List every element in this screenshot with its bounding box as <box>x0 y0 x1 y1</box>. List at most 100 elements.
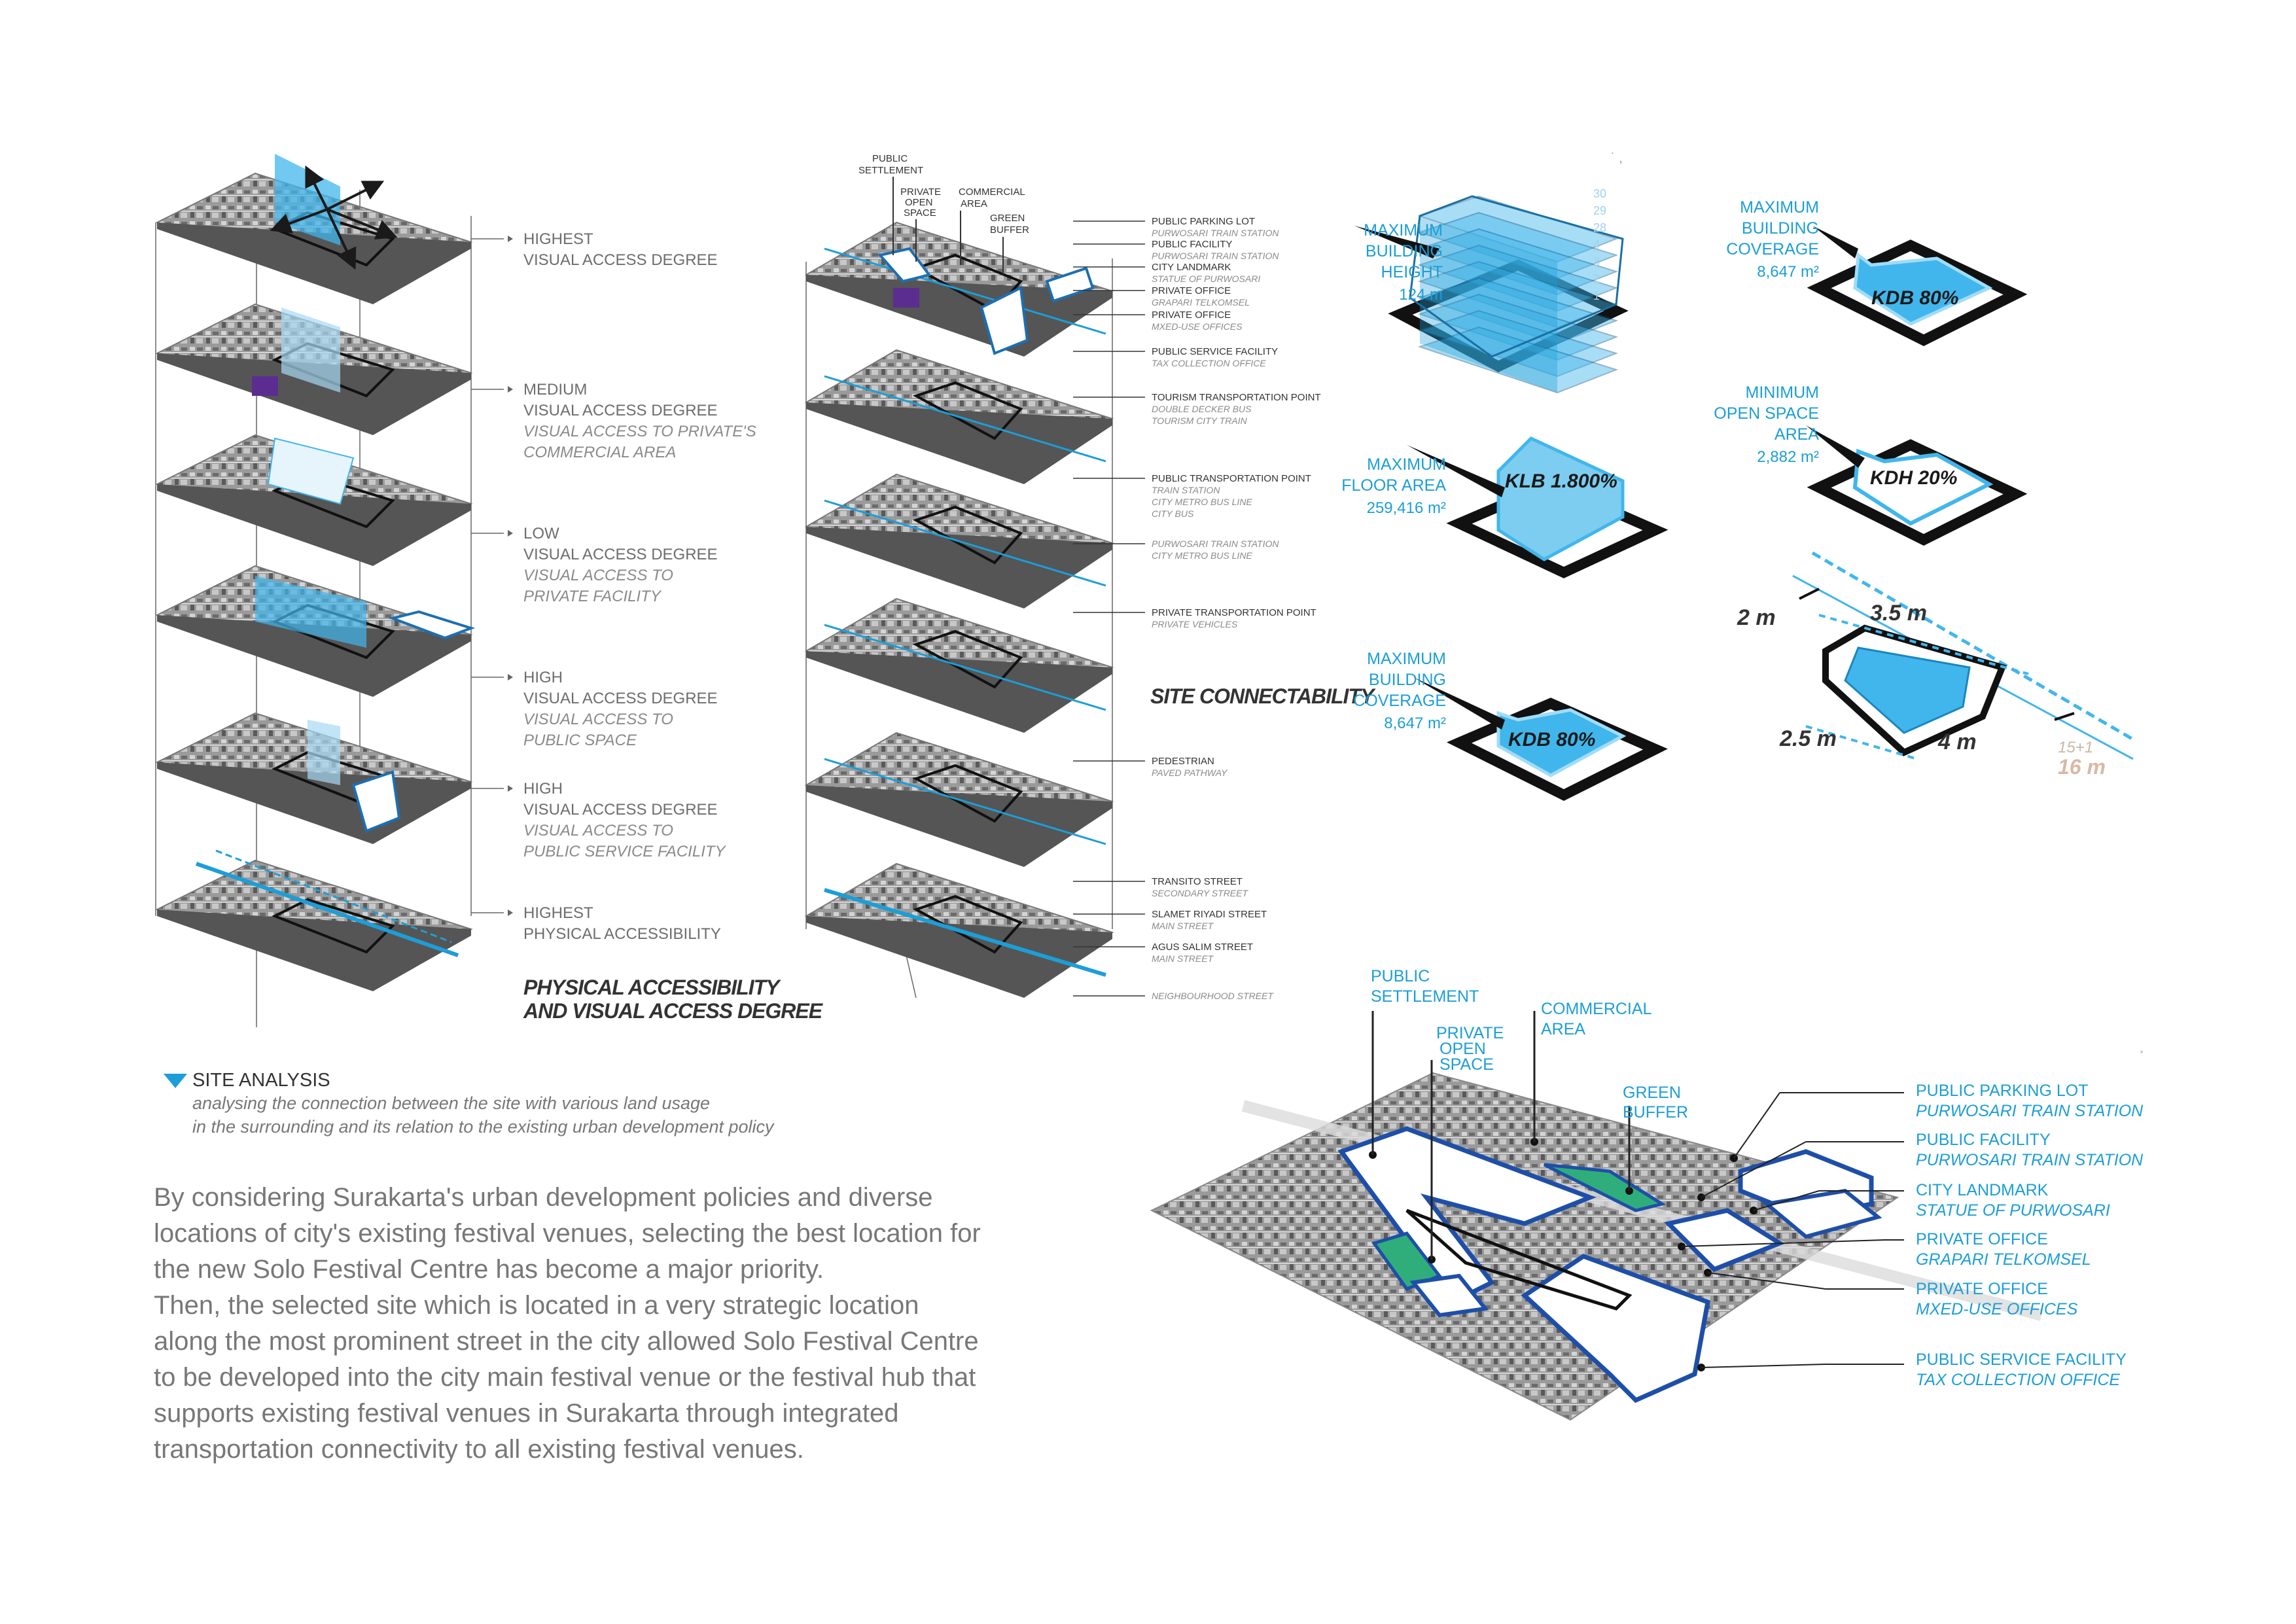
height-floor-slab <box>1417 293 1619 361</box>
small-building <box>1409 1273 1489 1318</box>
height-floor-slab <box>1417 277 1619 345</box>
mid-label-sub: PURWOSARI TRAIN STATION <box>1152 538 1279 549</box>
height-floor-slab <box>1417 211 1619 279</box>
height-volume-face <box>1420 216 1557 393</box>
large-right-label-main: CITY LANDMARK <box>1916 1181 2049 1199</box>
left-leader-arrow-icon <box>508 909 513 916</box>
description-line: supports existing festival venues in Sur… <box>154 1399 899 1428</box>
open-space-label-3: AREA <box>1775 425 1819 444</box>
setback-diagram: 2 m 3.5 m 2.5 m 4 m 15+1 16 m <box>1737 551 2134 779</box>
height-floor-2: 2 <box>1593 272 1600 285</box>
mid-label-sub: PRIVATE VEHICLES <box>1152 619 1238 629</box>
mid-box <box>980 285 1029 355</box>
setback-2-5m: 2.5 m <box>1779 726 1837 751</box>
description-paragraph: By considering Surakarta's urban develop… <box>154 1180 1129 1468</box>
mid-label-main: PUBLIC PARKING LOT <box>1152 216 1255 227</box>
height-floor-30: 30 <box>1593 187 1606 200</box>
left-level-label: VISUAL ACCESS DEGREE <box>523 546 718 563</box>
floor-area-label-1: MAXIMUM <box>1367 455 1446 474</box>
setback-2m: 2 m <box>1737 605 1776 630</box>
mid-label-sub: TOURISM CITY TRAIN <box>1152 415 1248 426</box>
view-arrow-icon <box>270 208 328 234</box>
mid-label-sub: TAX COLLECTION OFFICE <box>1152 358 1266 368</box>
mid-label-sub: MAIN STREET <box>1152 953 1214 964</box>
mid-label-main: AGUS SALIM STREET <box>1152 942 1253 953</box>
left-leader-arrow-icon <box>508 674 513 680</box>
mid-label-sub: CITY BUS <box>1152 508 1194 519</box>
coverage-a-label-1: MAXIMUM <box>1740 198 1819 217</box>
mid-label-sub: PAVED PATHWAY <box>1152 768 1228 778</box>
mid-top-public: PUBLIC <box>872 153 908 164</box>
mid-slab-edge <box>806 916 1112 998</box>
mid-label-sub: CITY METRO BUS LINE <box>1152 550 1252 561</box>
left-level-label: HIGHEST <box>523 904 593 922</box>
mid-stack-title: SITE CONNECTABILITY <box>1150 684 1376 708</box>
mid-top-area: AREA <box>961 198 987 209</box>
coverage-b-label-4: 8,647 m² <box>1384 715 1446 732</box>
left-level-label: HIGH <box>523 669 563 686</box>
height-label-3: HEIGHT <box>1381 263 1443 281</box>
left-level-sublabel: PUBLIC SPACE <box>523 732 637 749</box>
coverage-a-label-3: COVERAGE <box>1726 240 1819 258</box>
mid-site-outline <box>912 505 1023 565</box>
site-analysis-sub-2: in the surrounding and its relation to t… <box>192 1117 774 1137</box>
left-box <box>351 770 401 833</box>
height-floor-29: 29 <box>1593 204 1606 217</box>
left-level-sublabel: VISUAL ACCESS TO <box>523 567 673 584</box>
left-slab-edge <box>157 222 471 304</box>
mid-label-main: TRANSITO STREET <box>1152 876 1243 887</box>
left-street-line <box>196 862 459 957</box>
mid-top-private: PRIVATE <box>900 186 941 198</box>
open-space-tag: KDH 20% <box>1870 467 1957 489</box>
left-box <box>388 610 476 640</box>
description-line: locations of city's existing festival ve… <box>154 1219 981 1248</box>
left-leader-arrow-icon <box>508 530 513 537</box>
site-analysis-heading: SITE ANALYSIS <box>192 1070 330 1091</box>
left-purple-block <box>252 376 278 396</box>
large-public: PUBLIC <box>1371 967 1430 985</box>
left-level-sublabel: PRIVATE FACILITY <box>523 588 662 605</box>
mid-slab-edge <box>806 275 1112 357</box>
mid-site-outline <box>912 381 1023 440</box>
description-line: the new Solo Festival Centre has become … <box>154 1255 824 1284</box>
left-level-sublabel: PUBLIC SERVICE FACILITY <box>523 843 727 860</box>
large-buffer: BUFFER <box>1623 1103 1688 1121</box>
mid-label-sub: TRAIN STATION <box>1152 485 1220 495</box>
large-right-label-main: PUBLIC FACILITY <box>1916 1131 2051 1149</box>
floor-area-diagram: KLB 1.800% MAXIMUM FLOOR AREA 259,416 m² <box>1341 436 1669 578</box>
mid-top-labels: PUBLIC SETTLEMENT PRIVATE OPEN SPACE COM… <box>858 153 1029 275</box>
large-right-label-sub: PURWOSARI TRAIN STATION <box>1916 1102 2144 1120</box>
height-label-4: 124 m <box>1399 286 1443 304</box>
mid-label-sub: PURWOSARI TRAIN STATION <box>1152 251 1279 261</box>
left-stack-title-2: AND VISUAL ACCESS DEGREE <box>523 999 824 1023</box>
left-level-sublabel: VISUAL ACCESS TO PRIVATE'S <box>523 423 756 440</box>
left-level-label: VISUAL ACCESS DEGREE <box>523 251 718 269</box>
left-level-label: VISUAL ACCESS DEGREE <box>523 801 718 819</box>
left-level-label: PHYSICAL ACCESSIBILITY <box>523 925 721 943</box>
large-right-label-main: PRIVATE OFFICE <box>1916 1230 2048 1248</box>
mid-site-outline <box>912 629 1023 689</box>
setback-4m: 4 m <box>1937 730 1977 754</box>
large-area: AREA <box>1541 1020 1585 1038</box>
public-service-building <box>1521 1254 1710 1403</box>
left-leader-arrow-icon <box>508 785 513 792</box>
mid-connection-line <box>824 499 1106 587</box>
mid-connection-line <box>824 375 1106 463</box>
large-open: OPEN <box>1439 1040 1486 1058</box>
mid-top-space: SPACE <box>904 207 936 219</box>
large-right-label-main: PUBLIC SERVICE FACILITY <box>1916 1350 2127 1369</box>
floor-area-label-2: FLOOR AREA <box>1341 476 1446 495</box>
height-floor-4: 4 <box>1593 238 1600 251</box>
mid-connection-line <box>824 888 1106 977</box>
private-open-space <box>1371 1231 1442 1292</box>
left-slab-edge <box>157 484 471 566</box>
decor-mark-2: ¸ <box>2140 1039 2144 1053</box>
mid-label-sub: GRAPARI TELKOMSEL <box>1152 297 1250 308</box>
large-right-label-sub: TAX COLLECTION OFFICE <box>1916 1371 2120 1389</box>
public-facility-building <box>1762 1188 1882 1239</box>
mid-top-commercial: COMMERCIAL <box>959 186 1025 198</box>
coverage-b-label-1: MAXIMUM <box>1367 650 1446 668</box>
site-boundary-outline <box>1405 1209 1633 1311</box>
left-level-label: VISUAL ACCESS DEGREE <box>523 690 718 707</box>
green-buffer <box>1543 1163 1667 1212</box>
